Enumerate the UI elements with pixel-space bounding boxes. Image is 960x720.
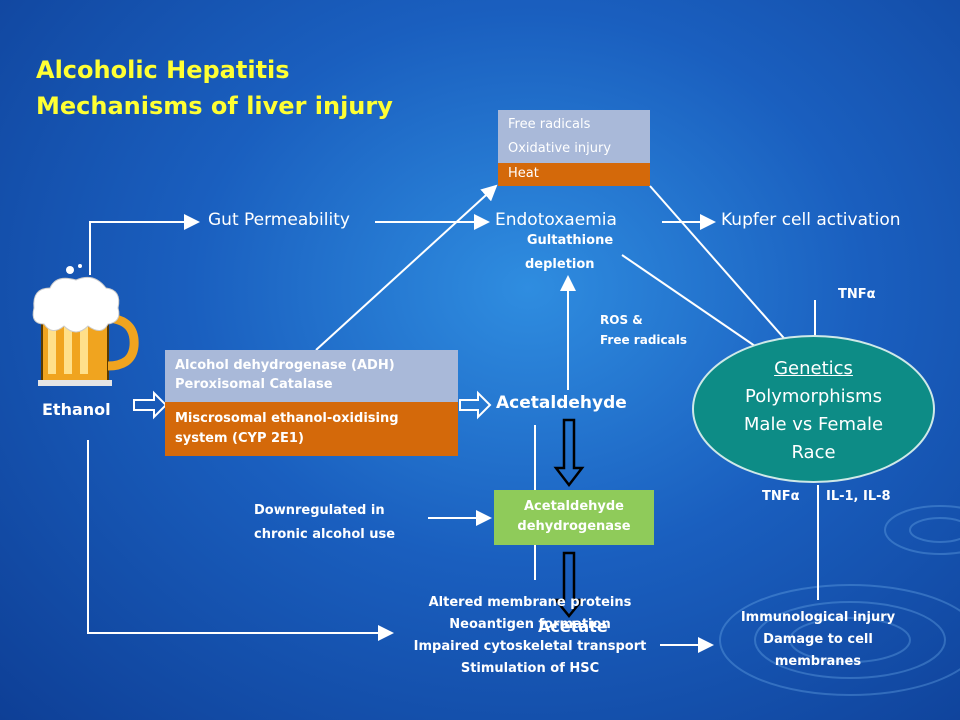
down-arrow-to-aldh — [553, 418, 585, 488]
beer-mug-icon — [32, 264, 139, 386]
ethanol-label: Ethanol — [42, 400, 111, 419]
title-line-1: Alcoholic Hepatitis — [36, 56, 290, 84]
arrow-ethanol-to-gut — [89, 214, 200, 275]
genetics-sex: Male vs Female — [743, 414, 884, 435]
catalase-text: Peroxisomal Catalase — [175, 377, 333, 392]
genetics-oval — [692, 335, 935, 483]
tnf-bottom-label: TNFα — [762, 489, 800, 504]
genetics-title: Genetics — [774, 358, 853, 379]
effects-line-1: Altered membrane proteins — [428, 595, 632, 610]
genetics-polymorphisms: Polymorphisms — [745, 386, 882, 407]
block-arrow-enzymes-to-acetaldehyde — [459, 390, 492, 420]
heat-box: Heat — [498, 163, 650, 186]
acetate-label: Acetate — [538, 617, 608, 636]
acetaldehyde-label: Acetaldehyde — [496, 393, 627, 413]
enzyme-box-lower: Miscrosomal ethanol-oxidising system (CY… — [165, 402, 458, 456]
down-arrow-to-acetate — [553, 551, 585, 618]
title-line-2: Mechanisms of liver injury — [36, 92, 393, 120]
aldh-line-2: dehydrogenase — [517, 519, 631, 534]
effects-line-4: Stimulation of HSC — [460, 661, 600, 676]
il-label: IL-1, IL-8 — [826, 489, 891, 504]
effects-line-3: Impaired cytoskeletal transport — [413, 639, 647, 654]
adh-text: Alcohol dehydrogenase (ADH) — [175, 358, 395, 373]
immuno-line-2: Damage to cell — [763, 632, 873, 647]
arrow-ethanol-to-effects — [87, 440, 394, 641]
downregulated-line-1: Downregulated in — [254, 503, 385, 518]
effects-line-2: Neoantigen formation — [449, 617, 611, 632]
heat-text: Heat — [508, 166, 539, 181]
cyp2e1-text: system (CYP 2E1) — [175, 431, 304, 446]
gut-permeability-label: Gut Permeability — [208, 210, 350, 230]
glutathione-line-1: Gultathione — [526, 233, 614, 248]
meos-text: Miscrosomal ethanol-oxidising — [175, 411, 399, 426]
immuno-line-3: membranes — [774, 654, 862, 669]
arrow-enzyme-to-freeradicals — [315, 184, 498, 351]
tnf-top-label: TNFα — [838, 287, 876, 302]
endotoxaemia-label: Endotoxaemia — [495, 210, 617, 230]
genetics-race: Race — [791, 442, 836, 463]
ros-line-1: ROS & — [600, 313, 643, 327]
enzyme-box-upper: Alcohol dehydrogenase (ADH) Peroxisomal … — [165, 350, 458, 402]
glutathione-line-2: depletion — [525, 257, 595, 272]
ros-line-2: Free radicals — [600, 333, 687, 347]
immuno-line-1: Immunological injury — [740, 610, 896, 625]
line-freeradicals-to-genetics — [649, 185, 791, 346]
free-radicals-box: Free radicals Oxidative injury — [498, 110, 650, 163]
block-arrow-ethanol-to-enzymes — [133, 390, 168, 420]
oxidative-injury-text: Oxidative injury — [508, 141, 612, 156]
kupfer-cell-activation-label: Kupfer cell activation — [721, 210, 901, 230]
aldh-line-1: Acetaldehyde — [523, 499, 624, 514]
free-radicals-text: Free radicals — [508, 117, 591, 132]
aldh-box: Acetaldehyde dehydrogenase — [494, 490, 654, 545]
downregulated-line-2: chronic alcohol use — [254, 527, 396, 542]
